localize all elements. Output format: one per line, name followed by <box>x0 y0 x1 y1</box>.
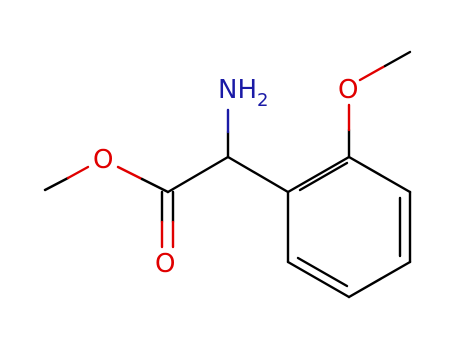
bond-methyl-ester-o <box>43 176 70 192</box>
bond-ring-c2-c3 <box>347 155 412 194</box>
amine-subscript: 2 <box>257 90 268 111</box>
bond-methyl-ester-o-red <box>66 165 90 180</box>
amine-text: NH <box>218 75 257 105</box>
bond-ring-c5-c6 <box>286 260 351 299</box>
bonds <box>43 50 412 299</box>
carbonyl-oxygen-label: O <box>155 249 175 279</box>
bond-ester-o-carbonyl-c <box>140 177 170 194</box>
bond-methoxy-methyl <box>383 50 412 68</box>
bond-ring-c1-c2 <box>286 155 351 194</box>
ester-oxygen-label: O <box>93 145 113 175</box>
bond-ring-inner-1 <box>298 161 349 192</box>
bond-ring-c4-c5 <box>347 260 412 299</box>
bond-carbonyl-alpha <box>166 155 230 194</box>
bond-methoxy-methyl-red <box>358 64 387 82</box>
bond-ring-inner-3 <box>296 256 349 288</box>
bond-alpha-ring <box>226 155 290 194</box>
methoxy-oxygen-label: O <box>338 75 358 105</box>
amine-label: NH2 <box>218 75 268 111</box>
atom-labels: NH2 O O O <box>93 75 358 279</box>
bond-ester-o-carbonyl-c-red <box>116 165 144 181</box>
